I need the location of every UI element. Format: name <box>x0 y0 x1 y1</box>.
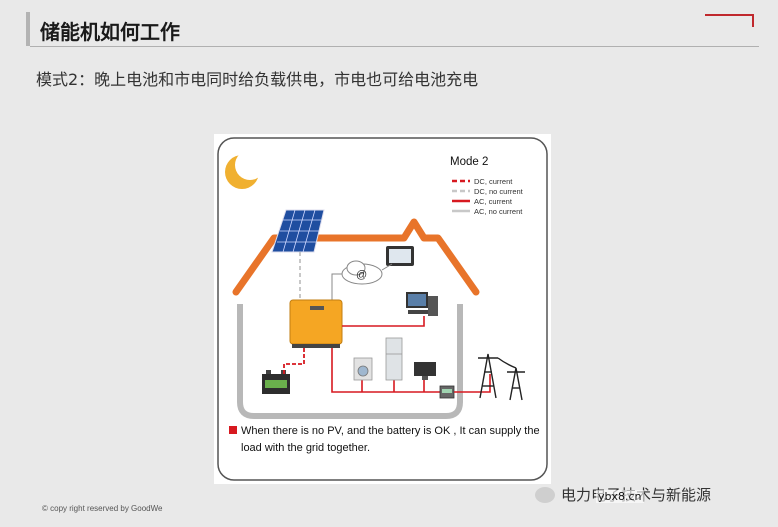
legend-label-dc-no-current: DC, no current <box>474 187 524 196</box>
cloud-tablet-link <box>381 263 393 271</box>
title-underline <box>30 46 759 47</box>
legend-label-dc-current: DC, current <box>474 177 513 186</box>
dc-line-battery <box>283 348 305 374</box>
tablet-icon <box>386 246 414 266</box>
wechat-icon <box>535 486 555 503</box>
power-pylon-icon <box>478 353 525 401</box>
legend-label-ac-no-current: AC, no current <box>474 207 523 216</box>
watermark: 电力电子技术与新能源 ybx8.cn <box>535 484 711 505</box>
diagram-caption: When there is no PV, and the battery is … <box>229 423 541 457</box>
mode-label: Mode 2 <box>450 156 488 168</box>
diagram-panel: Mode 2 DC, current DC, no current AC, cu… <box>214 134 551 484</box>
slide-subtitle: 模式2：晚上电池和市电同时给负载供电，市电也可给电池充电 <box>36 70 479 89</box>
fridge-icon <box>385 337 403 381</box>
copyright-text: © copy right reserved by GoodWe <box>42 504 163 513</box>
house-walls <box>237 304 463 419</box>
inverter-icon <box>289 299 343 348</box>
ac-line-computer <box>342 316 425 327</box>
page-title: 储能机如何工作 <box>40 20 180 44</box>
corner-decoration <box>705 14 754 27</box>
caption-text: When there is no PV, and the battery is … <box>241 425 540 454</box>
legend: DC, current DC, no current AC, current A… <box>452 177 524 216</box>
tv-icon <box>414 362 436 380</box>
cloud-symbol: @ <box>356 269 367 281</box>
comm-line <box>331 273 342 302</box>
legend-label-ac-current: AC, current <box>474 197 513 206</box>
computer-icon <box>406 292 438 316</box>
title-bar: 储能机如何工作 <box>26 12 759 47</box>
washing-machine-icon <box>353 357 373 381</box>
ac-bus-line <box>331 348 446 393</box>
cloud-icon: @ <box>341 260 383 285</box>
grid-ac-line <box>454 374 491 393</box>
watermark-url: ybx8.cn <box>596 490 644 503</box>
solar-panel-icon <box>271 209 325 253</box>
house-roof <box>232 218 480 296</box>
moon-icon <box>225 150 265 189</box>
mode2-diagram: Mode 2 DC, current DC, no current AC, cu… <box>217 137 548 481</box>
caption-bullet-icon <box>229 426 237 434</box>
meter-icon <box>439 385 455 399</box>
